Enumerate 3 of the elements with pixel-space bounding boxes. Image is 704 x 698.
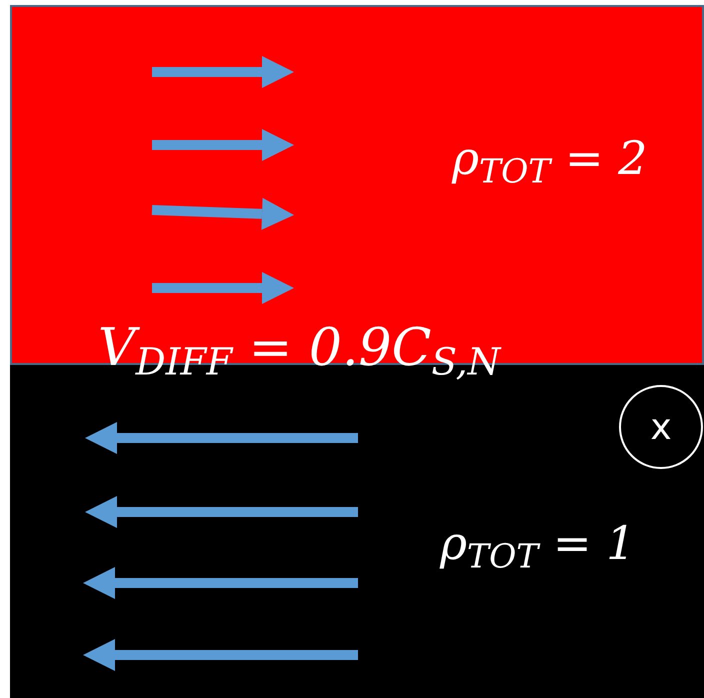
circle-marker: x [619,385,703,469]
density-formula: ρ$_{TOT}$ = 2 [452,135,648,188]
density-formula: ρ$_{TOT}$ = 1 [440,520,636,572]
